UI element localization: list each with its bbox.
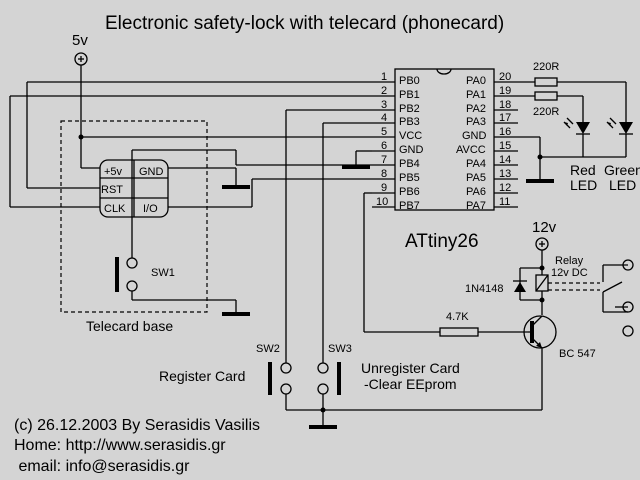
resistor-220r-2-label: 220R [533,106,559,118]
pin-label: PA2 [466,103,486,115]
sw2-label: SW2 [256,343,280,355]
red-led [563,117,590,135]
pin-number: 2 [381,85,387,97]
pin-label: PA0 [466,75,486,87]
pin-number: 6 [381,140,387,152]
sw1-label: SW1 [151,267,175,279]
supply-12v-symbol [535,237,549,251]
clear-eeprom-label: -Clear EEprom [364,376,457,392]
junction-dots [78,134,545,413]
relay-label-2: 12v DC [551,267,588,279]
resistor-220r-2 [534,91,558,101]
pin-number: 13 [499,168,511,180]
telecard-base-label: Telecard base [86,318,173,334]
resistor-4k7 [439,327,479,337]
pin-number: 15 [499,140,511,152]
page-title: Electronic safety-lock with telecard (ph… [105,13,504,34]
relay-terminals [622,259,634,337]
chip-name: ATtiny26 [405,231,479,252]
pin-label: PA5 [466,172,486,184]
sw2-pushbutton [268,362,292,395]
relay-label-1: Relay [555,255,584,267]
pin-number: 10 [376,196,388,208]
chip-left-pin-stubs [372,81,395,208]
relay-coil [535,274,600,292]
pin-label: PB5 [399,172,420,184]
pin-label: PA1 [466,89,486,101]
card-clk-label: CLK [104,203,126,215]
telecard-base-outline [60,120,208,313]
credit-line-1: (c) 26.12.2003 By Serasidis Vasilis [14,417,260,434]
pin-label: PB6 [399,186,420,198]
pin-label: PA6 [466,186,486,198]
pin-number: 11 [499,196,510,208]
pin-number: 14 [499,154,511,166]
sw3-pushbutton [317,362,341,395]
pin-number: 5 [381,126,387,138]
register-card-label: Register Card [159,368,245,384]
resistor-220r-1-label: 220R [533,61,559,73]
pin-number: 19 [499,85,511,97]
pin-label: GND [462,130,487,142]
diode-1n4148 [513,280,527,292]
pin-label: PB1 [399,89,420,101]
unregister-card-label: Unregister Card [361,360,460,376]
supply-12v-label: 12v [532,219,557,236]
supply-5v-label: 5v [72,32,88,49]
sw1-pushbutton [115,257,138,292]
pin-label: PB7 [399,200,420,212]
red-led-label-1: Red [570,162,596,178]
resistor-220r-1 [534,77,558,87]
pin-number: 12 [499,182,511,194]
credit-line-2: Home: http://www.serasidis.gr [14,437,226,454]
ground-symbols [222,165,554,429]
chip-right-pin-stubs [494,81,518,208]
pin-label: PB2 [399,103,420,115]
chip-left-pins: PB0 PB1 PB2 PB3 VCC GND PB4 PB5 PB6 PB7 … [376,71,424,212]
pin-label: VCC [399,130,422,142]
pin-number: 8 [381,168,387,180]
transistor-bc547 [523,315,557,349]
credit-line-3: email: info@serasidis.gr [14,458,190,475]
pin-label: GND [399,144,424,156]
diode-label: 1N4148 [465,283,504,295]
pin-number: 9 [381,182,387,194]
green-led [606,117,633,135]
pin-label: PA3 [466,116,486,128]
pin-number: 1 [381,71,387,83]
pin-label: PA4 [466,158,486,170]
card-io-label: I/O [143,203,158,215]
pin-number: 4 [381,112,387,124]
transistor-label: BC 547 [559,348,596,360]
attiny26-chip [394,68,495,211]
resistor-4k7-label: 4.7K [446,311,469,323]
pin-number: 18 [499,99,511,111]
card-gnd-label: GND [139,166,164,178]
wires [9,65,628,426]
pin-label: AVCC [456,144,486,156]
pin-label: PA7 [466,200,486,212]
supply-5v-symbol [74,52,88,66]
green-led-label-1: Green [604,162,640,178]
pin-number: 17 [499,112,511,124]
chip-right-pins: PA0 PA1 PA2 PA3 GND AVCC PA4 PA5 PA6 PA7… [456,71,511,212]
pin-label: PB4 [399,158,420,170]
card-rst-label: RST [101,184,123,196]
card-plus5v-label: +5v [104,166,123,178]
pin-label: PB3 [399,116,420,128]
sw3-label: SW3 [328,343,352,355]
pin-number: 20 [499,71,511,83]
pin-number: 16 [499,126,511,138]
pin-number: 3 [381,99,387,111]
pin-label: PB0 [399,75,420,87]
green-led-label-2: LED [609,177,636,193]
pin-number: 7 [381,154,387,166]
red-led-label-2: LED [570,177,597,193]
